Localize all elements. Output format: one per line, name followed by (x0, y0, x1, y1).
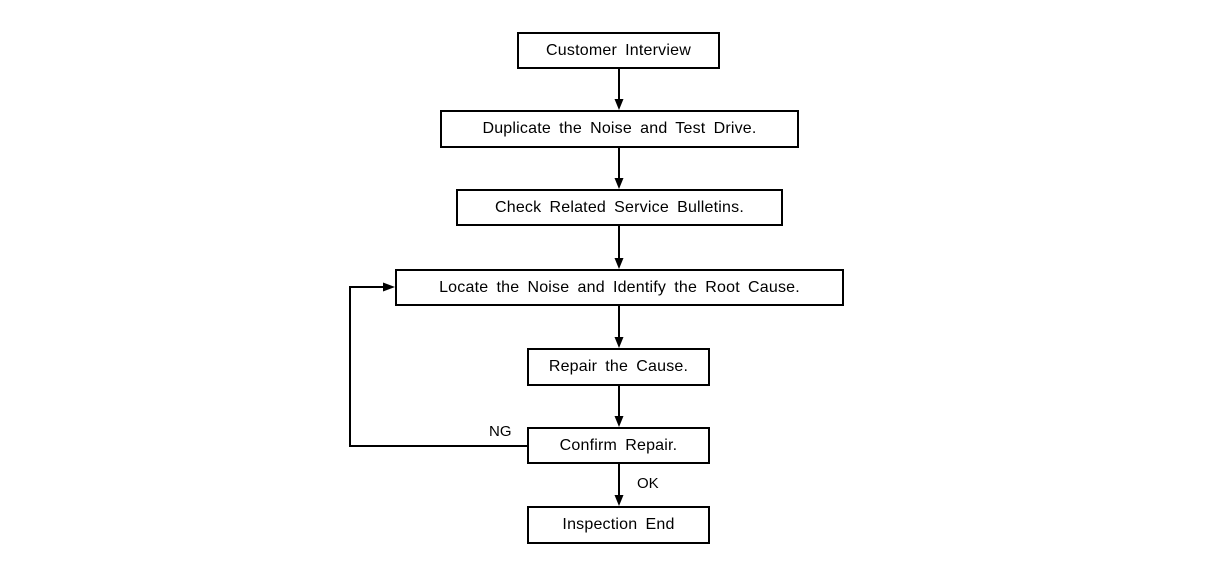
node-label: Inspection End (562, 516, 675, 533)
edge-label-ng: NG (489, 423, 512, 440)
node-repair-the-cause[interactable]: Repair the Cause. (527, 348, 710, 386)
connector-customer-interview-to-duplicate (614, 69, 624, 110)
node-label: Customer Interview (546, 41, 691, 59)
node-check-related-service-bulletins[interactable]: Check Related Service Bulletins. (456, 189, 783, 226)
connector-repair-cause-to-confirm-repair (614, 386, 624, 427)
node-confirm-repair[interactable]: Confirm Repair. (527, 427, 710, 464)
node-customer-interview[interactable]: Customer Interview (517, 32, 720, 69)
connector-check-bulletins-to-locate-noise (614, 226, 624, 269)
node-label: Duplicate the Noise and Test Drive. (482, 120, 757, 137)
node-label: Locate the Noise and Identify the Root C… (439, 278, 800, 296)
node-locate-noise-identify-root-cause[interactable]: Locate the Noise and Identify the Root C… (395, 269, 844, 306)
connector-ng-feedback-loop (349, 282, 527, 447)
node-label: Check Related Service Bulletins. (494, 198, 744, 216)
node-inspection-end[interactable]: Inspection End (527, 506, 710, 544)
connector-confirm-repair-to-inspection-end (614, 464, 624, 506)
connector-duplicate-to-check-bulletins (614, 148, 624, 189)
node-label: Repair the Cause. (548, 358, 689, 375)
edge-label-ok: OK (637, 475, 659, 492)
connector-locate-noise-to-repair-cause (614, 306, 624, 348)
node-label: Confirm Repair. (559, 436, 678, 454)
node-duplicate-noise-test-drive[interactable]: Duplicate the Noise and Test Drive. (440, 110, 799, 148)
